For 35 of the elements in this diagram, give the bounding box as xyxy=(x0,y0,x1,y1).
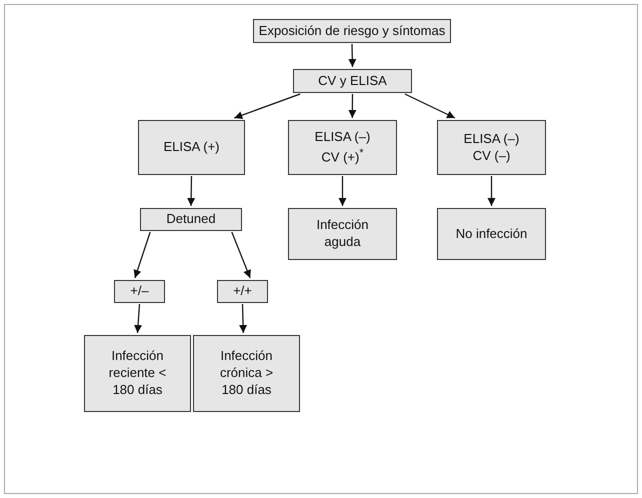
node-label: Infección aguda xyxy=(315,217,370,251)
arrow xyxy=(348,94,356,118)
node-label: ELISA (–) CV (–) xyxy=(462,130,520,164)
node-label: ELISA (–) CV (+)$^{*}$ xyxy=(314,128,372,166)
process-box xyxy=(114,280,165,303)
process-box xyxy=(193,335,300,412)
arrow xyxy=(488,176,496,206)
arrow xyxy=(187,176,196,206)
process-box xyxy=(437,120,546,175)
node-label: No infección xyxy=(456,226,528,242)
process-box xyxy=(253,19,451,43)
arrow xyxy=(134,304,142,334)
arrow xyxy=(234,93,300,120)
process-box xyxy=(293,69,412,93)
process-box xyxy=(140,208,242,231)
arrow xyxy=(338,176,346,206)
arrow xyxy=(404,93,456,119)
node-label: +/+ xyxy=(233,283,252,300)
arrow xyxy=(231,232,251,278)
node-label: Infección crónica > 180 días xyxy=(218,348,274,399)
node-label: ELISA (+) xyxy=(164,139,220,156)
node-label: Detuned xyxy=(166,211,216,228)
arrow xyxy=(348,44,356,68)
arrow xyxy=(239,304,248,334)
process-box xyxy=(217,280,268,303)
node-label: Exposición de riesgo y síntomas xyxy=(258,22,446,40)
node-label: Infección reciente < 180 días xyxy=(108,348,168,399)
node-label: CV y ELISA xyxy=(318,72,387,90)
process-box xyxy=(138,120,245,175)
node-label: +/– xyxy=(130,283,149,300)
arrow xyxy=(134,232,151,278)
process-box xyxy=(84,335,191,412)
process-box xyxy=(288,120,397,175)
process-box xyxy=(437,208,546,260)
process-box xyxy=(288,208,397,260)
